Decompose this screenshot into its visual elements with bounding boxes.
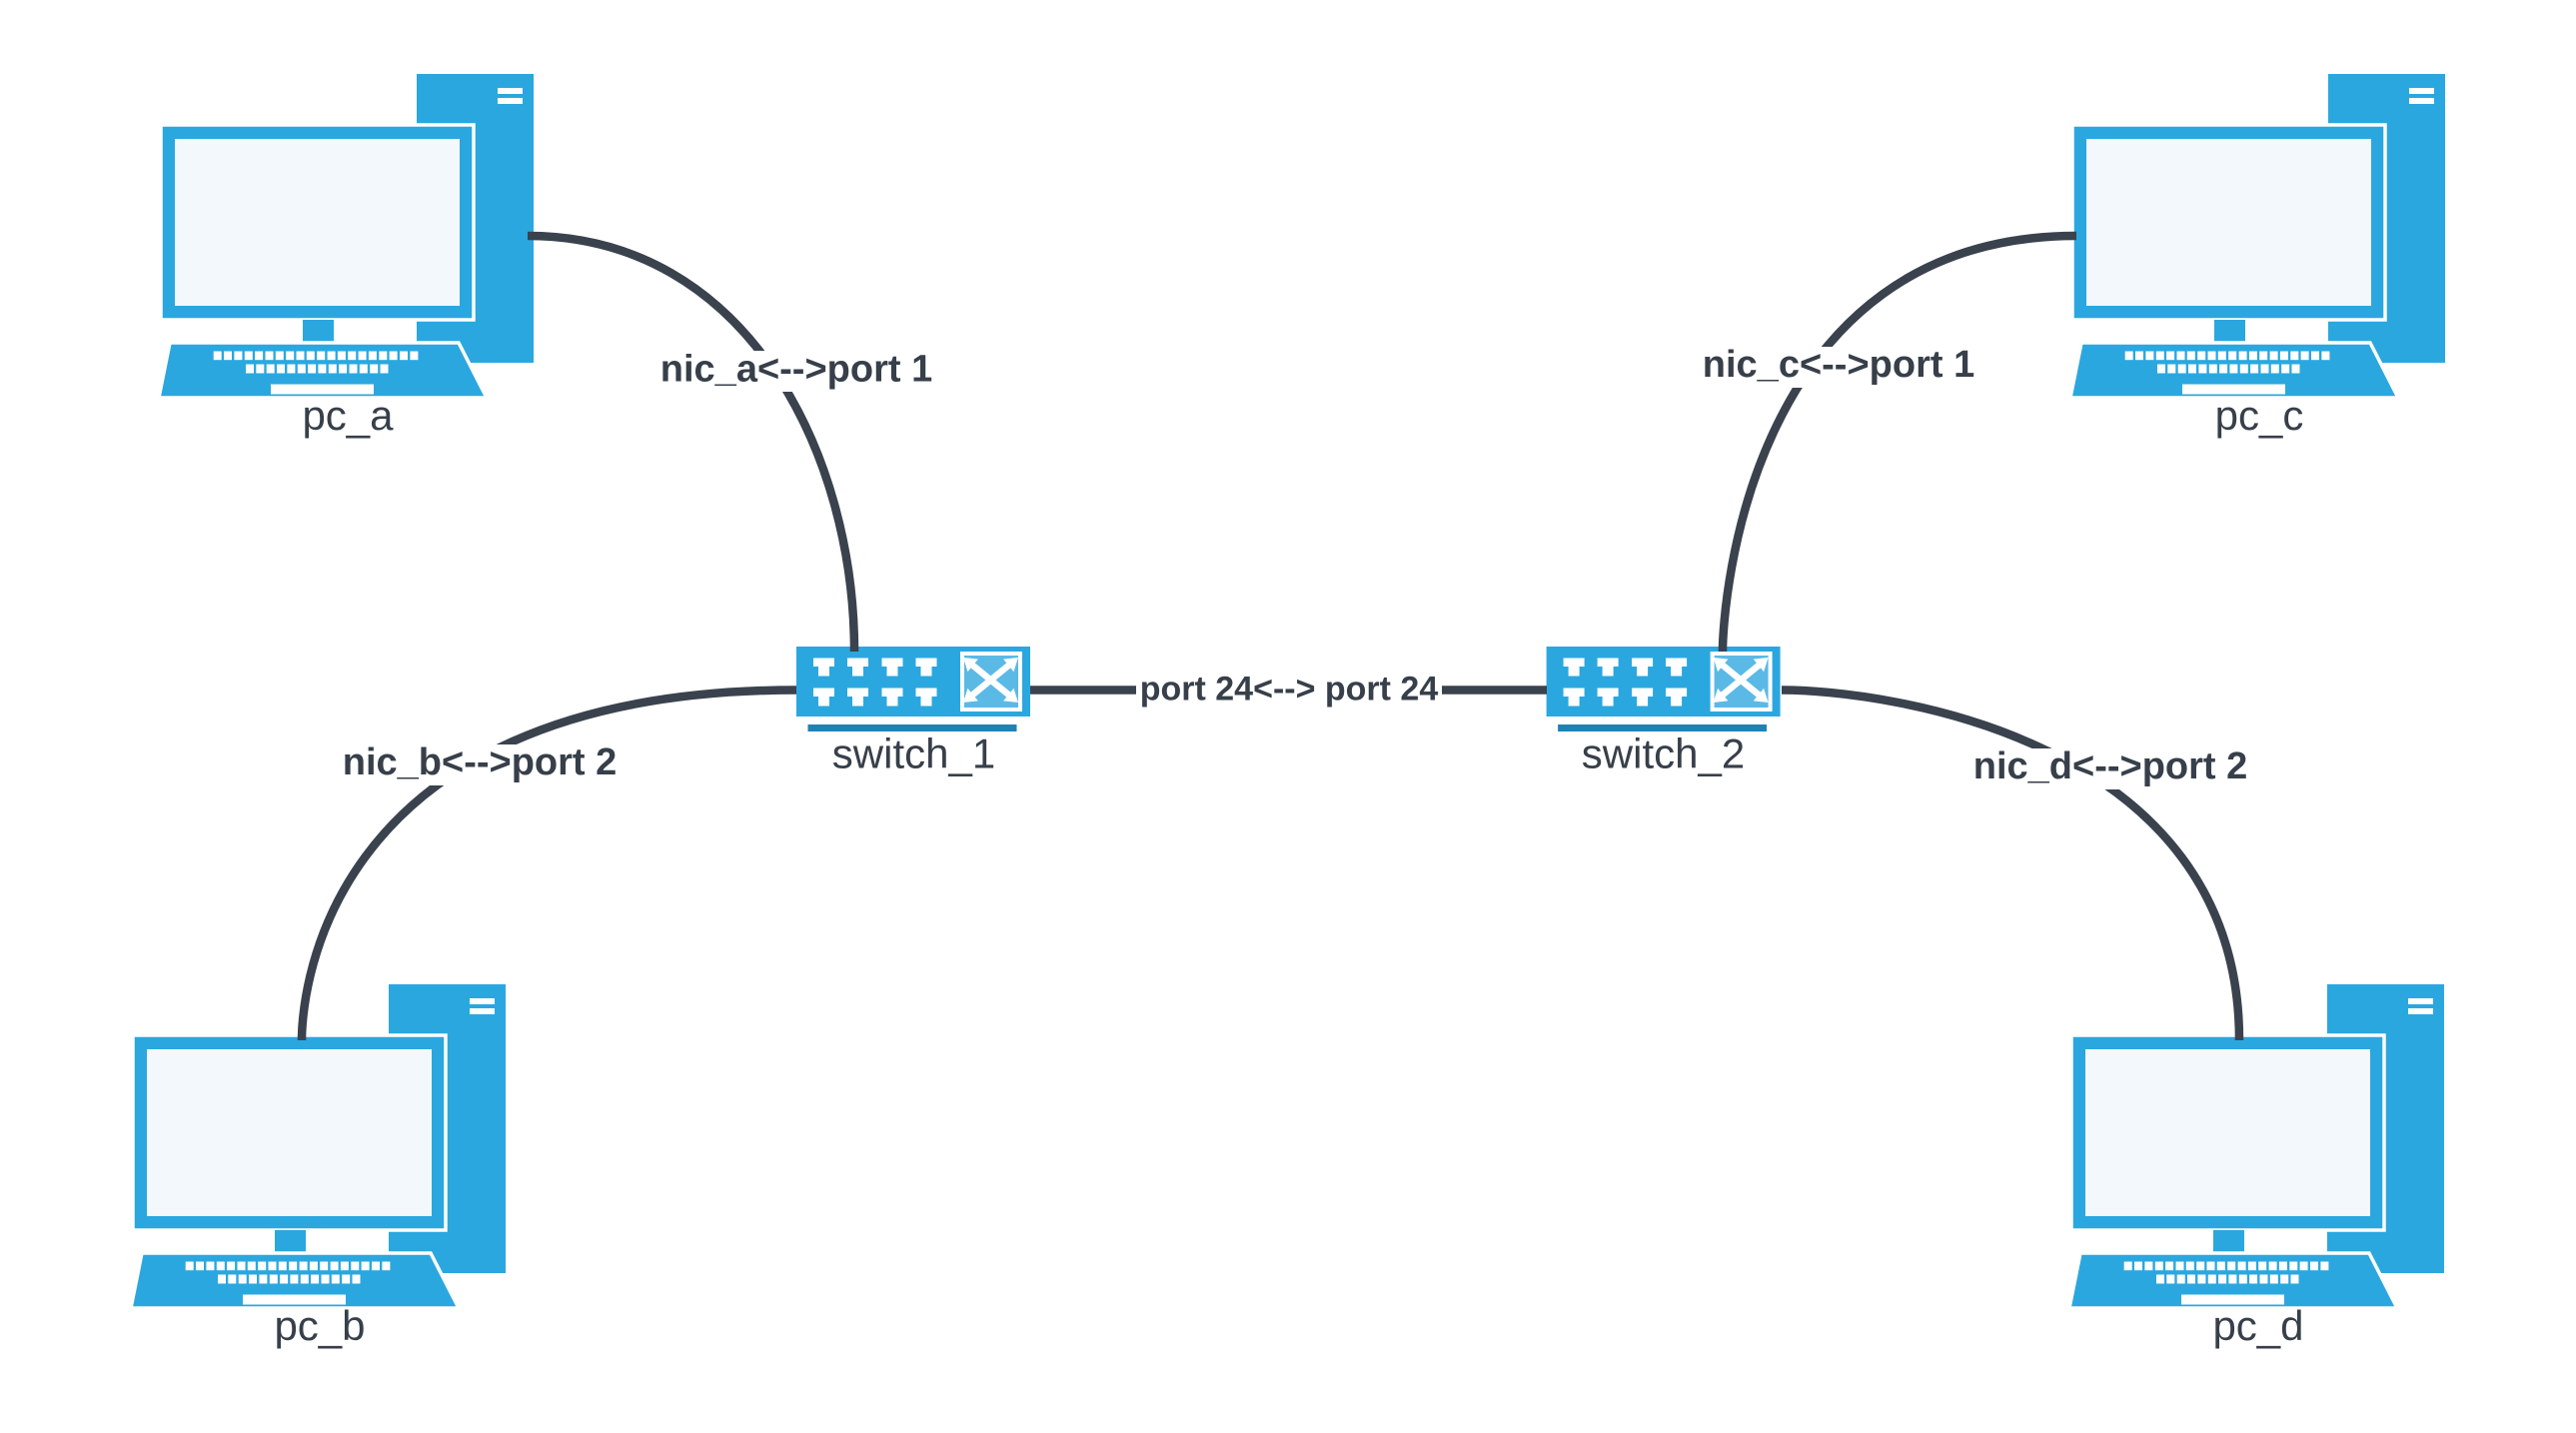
svg-text:pc_b: pc_b bbox=[274, 1302, 365, 1349]
svg-text:nic_a<-->port 1: nic_a<-->port 1 bbox=[660, 349, 932, 391]
svg-text:port 24<--> port 24: port 24<--> port 24 bbox=[1140, 671, 1439, 709]
svg-text:pc_a: pc_a bbox=[302, 392, 394, 439]
svg-text:nic_c<-->port 1: nic_c<-->port 1 bbox=[1703, 344, 1974, 386]
svg-text:switch_1: switch_1 bbox=[832, 730, 995, 777]
svg-text:pc_d: pc_d bbox=[2212, 1302, 2303, 1349]
svg-text:nic_b<-->port 2: nic_b<-->port 2 bbox=[343, 741, 618, 783]
svg-text:pc_c: pc_c bbox=[2215, 392, 2304, 439]
svg-text:switch_2: switch_2 bbox=[1582, 730, 1745, 777]
svg-text:nic_d<-->port 2: nic_d<-->port 2 bbox=[1973, 745, 2248, 787]
